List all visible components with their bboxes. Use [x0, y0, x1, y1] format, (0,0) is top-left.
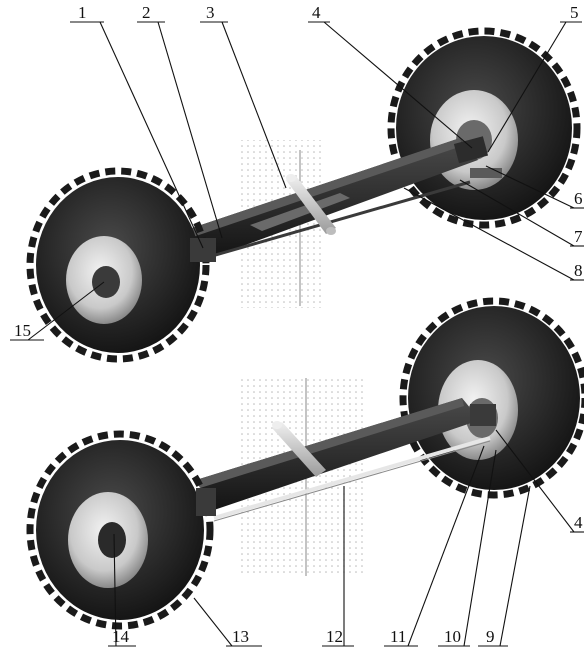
callout-labels: 1 2 3 4 5 6 7 8 15 4 9 10 11 12 13 14: [14, 3, 583, 646]
callout-4-bottom: 4: [574, 513, 583, 532]
callout-leaders: [10, 21, 584, 647]
bottom-tie-rod: [213, 436, 491, 520]
bottom-left-wheel: [26, 430, 214, 630]
callout-13: 13: [232, 627, 249, 646]
callout-7: 7: [574, 227, 583, 246]
callout-9: 9: [486, 627, 495, 646]
callout-11: 11: [390, 627, 406, 646]
callout-2: 2: [142, 3, 151, 22]
top-tie-rod: [204, 180, 471, 260]
callout-15: 15: [14, 321, 31, 340]
callout-12: 12: [326, 627, 343, 646]
top-left-wheel: [26, 167, 210, 363]
top-axle-assembly: [26, 27, 581, 363]
bottom-axle-beam: [196, 398, 480, 510]
callout-4-top: 4: [312, 3, 321, 22]
bottom-axle-assembly: [26, 297, 584, 630]
callout-5: 5: [570, 3, 579, 22]
callout-1: 1: [78, 3, 87, 22]
callout-6: 6: [574, 189, 583, 208]
bottom-pivot-shaft: [272, 422, 326, 477]
callout-3: 3: [206, 3, 215, 22]
callout-8: 8: [574, 261, 583, 280]
callout-14: 14: [112, 627, 130, 646]
callout-10: 10: [444, 627, 461, 646]
top-pivot-shaft: [286, 176, 336, 234]
